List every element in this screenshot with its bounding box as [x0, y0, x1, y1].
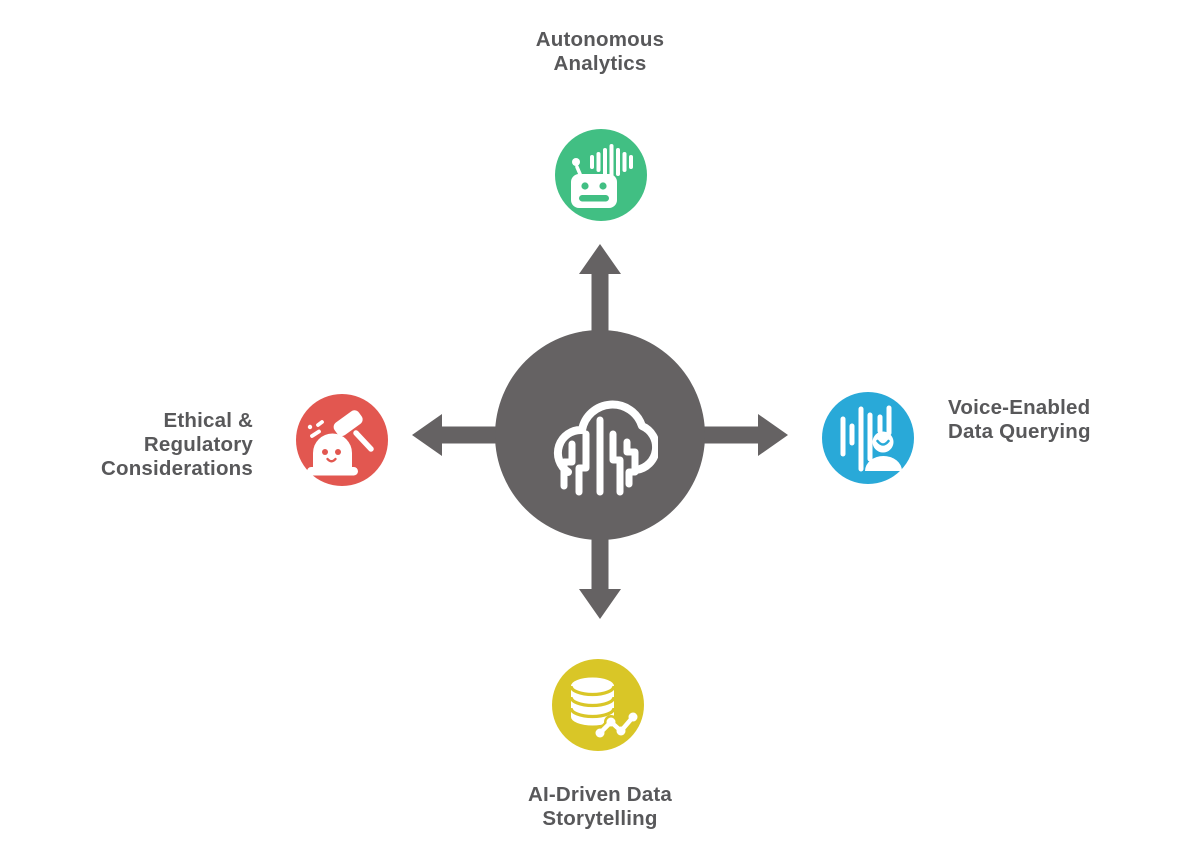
- cloud-circuit-icon: [553, 400, 658, 496]
- spoke-circle-voice-enabled-data-querying: [822, 392, 914, 484]
- spoke-label-ai-driven-data-storytelling: AI-Driven Data Storytelling: [527, 783, 673, 830]
- spoke-label-autonomous-analytics: Autonomous Analytics: [535, 28, 665, 75]
- spoke-circle-ethical-regulatory-considerations: [296, 394, 388, 486]
- arrow-up: [579, 244, 621, 336]
- spoke-circle-ai-driven-data-storytelling: [552, 659, 644, 751]
- voice-user-icon: [840, 405, 902, 472]
- database-trend-icon: [569, 677, 640, 740]
- arrow-down: [579, 527, 621, 619]
- spoke-circle-autonomous-analytics: [555, 129, 647, 221]
- arrow-right: [696, 414, 788, 456]
- gavel-ethics-icon: [307, 410, 374, 476]
- spoke-label-voice-enabled-data-querying: Voice-Enabled Data Querying: [948, 396, 1091, 443]
- hub-circle: [495, 330, 705, 540]
- spoke-label-ethical-regulatory-considerations: Ethical & Regulatory Considerations: [100, 409, 253, 480]
- arrow-left: [412, 414, 504, 456]
- robot-soundwave-icon: [571, 144, 633, 208]
